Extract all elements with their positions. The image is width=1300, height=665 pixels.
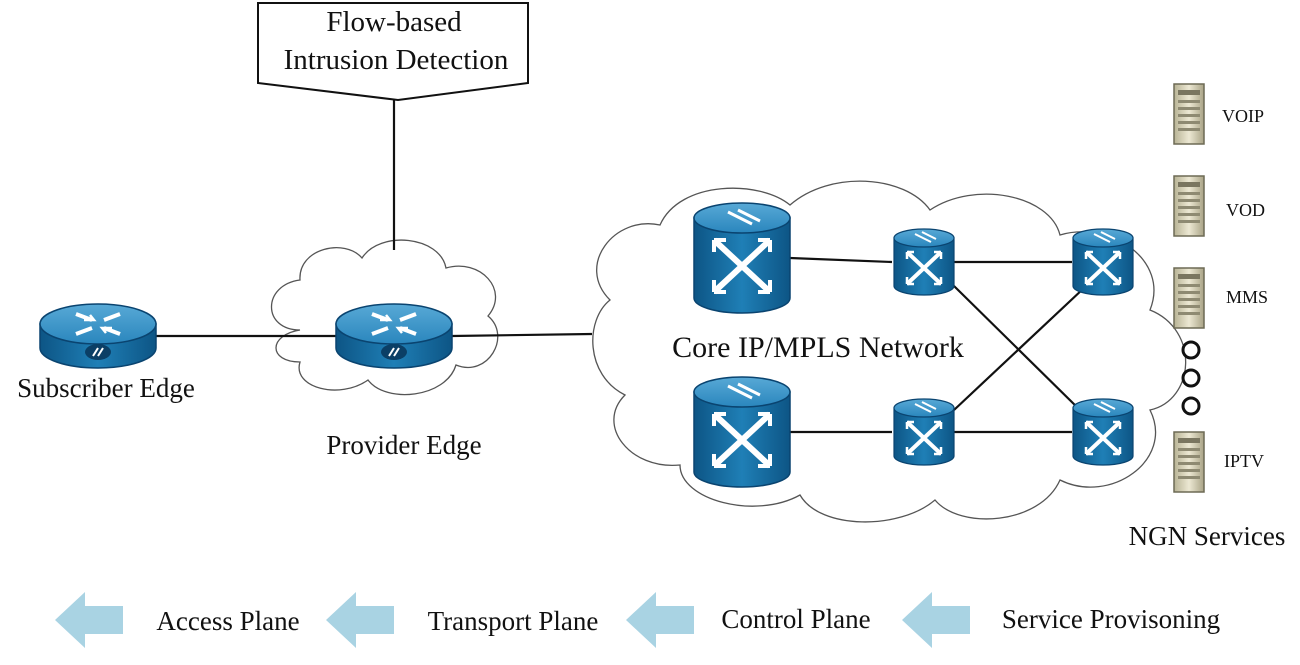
plane-label-control: Control Plane (721, 604, 870, 634)
provider-edge-label: Provider Edge (326, 430, 481, 460)
subscriber-edge-label: Subscriber Edge (17, 373, 195, 403)
ids-label-line2: Intrusion Detection (284, 44, 509, 76)
core-switch-icon (892, 227, 956, 297)
server-icon (1173, 175, 1205, 237)
plane-label-transport: Transport Plane (428, 606, 599, 636)
service-label-mms: MMS (1226, 287, 1268, 307)
ellipsis-dot-icon (1181, 340, 1201, 360)
ids-label-line1: Flow-based (326, 6, 462, 38)
ngn-services-title: NGN Services (1129, 521, 1286, 551)
core-switch-icon (1071, 397, 1135, 467)
plane-arrow-icon (626, 592, 694, 648)
subscriber-edge-router-icon (38, 302, 158, 370)
provider-edge-router-icon (334, 302, 454, 370)
ellipsis-dot-icon (1181, 368, 1201, 388)
plane-arrow-icon (902, 592, 970, 648)
core-router-icon (694, 377, 790, 487)
plane-arrow-icon (326, 592, 394, 648)
service-label-vod: VOD (1226, 200, 1265, 220)
provider-core-link (451, 332, 593, 338)
core-switch-icon (892, 397, 956, 467)
ids-box (257, 2, 529, 102)
server-icon (1173, 267, 1205, 329)
service-label-voip: VOIP (1222, 106, 1264, 126)
plane-label-access: Access Plane (156, 606, 299, 636)
core-router-icon (694, 203, 790, 313)
service-label-iptv: IPTV (1224, 451, 1264, 471)
core-link-1 (789, 256, 893, 264)
server-icon (1173, 83, 1205, 145)
core-link-cross-2 (953, 287, 1085, 411)
core-switch-icon (1071, 227, 1135, 297)
server-icon (1173, 431, 1205, 493)
plane-arrow-icon (55, 592, 123, 648)
plane-label-service: Service Provisoning (1002, 604, 1220, 634)
ellipsis-dot-icon (1181, 396, 1201, 416)
links (150, 100, 1085, 434)
core-network-label: Core IP/MPLS Network (672, 331, 964, 364)
